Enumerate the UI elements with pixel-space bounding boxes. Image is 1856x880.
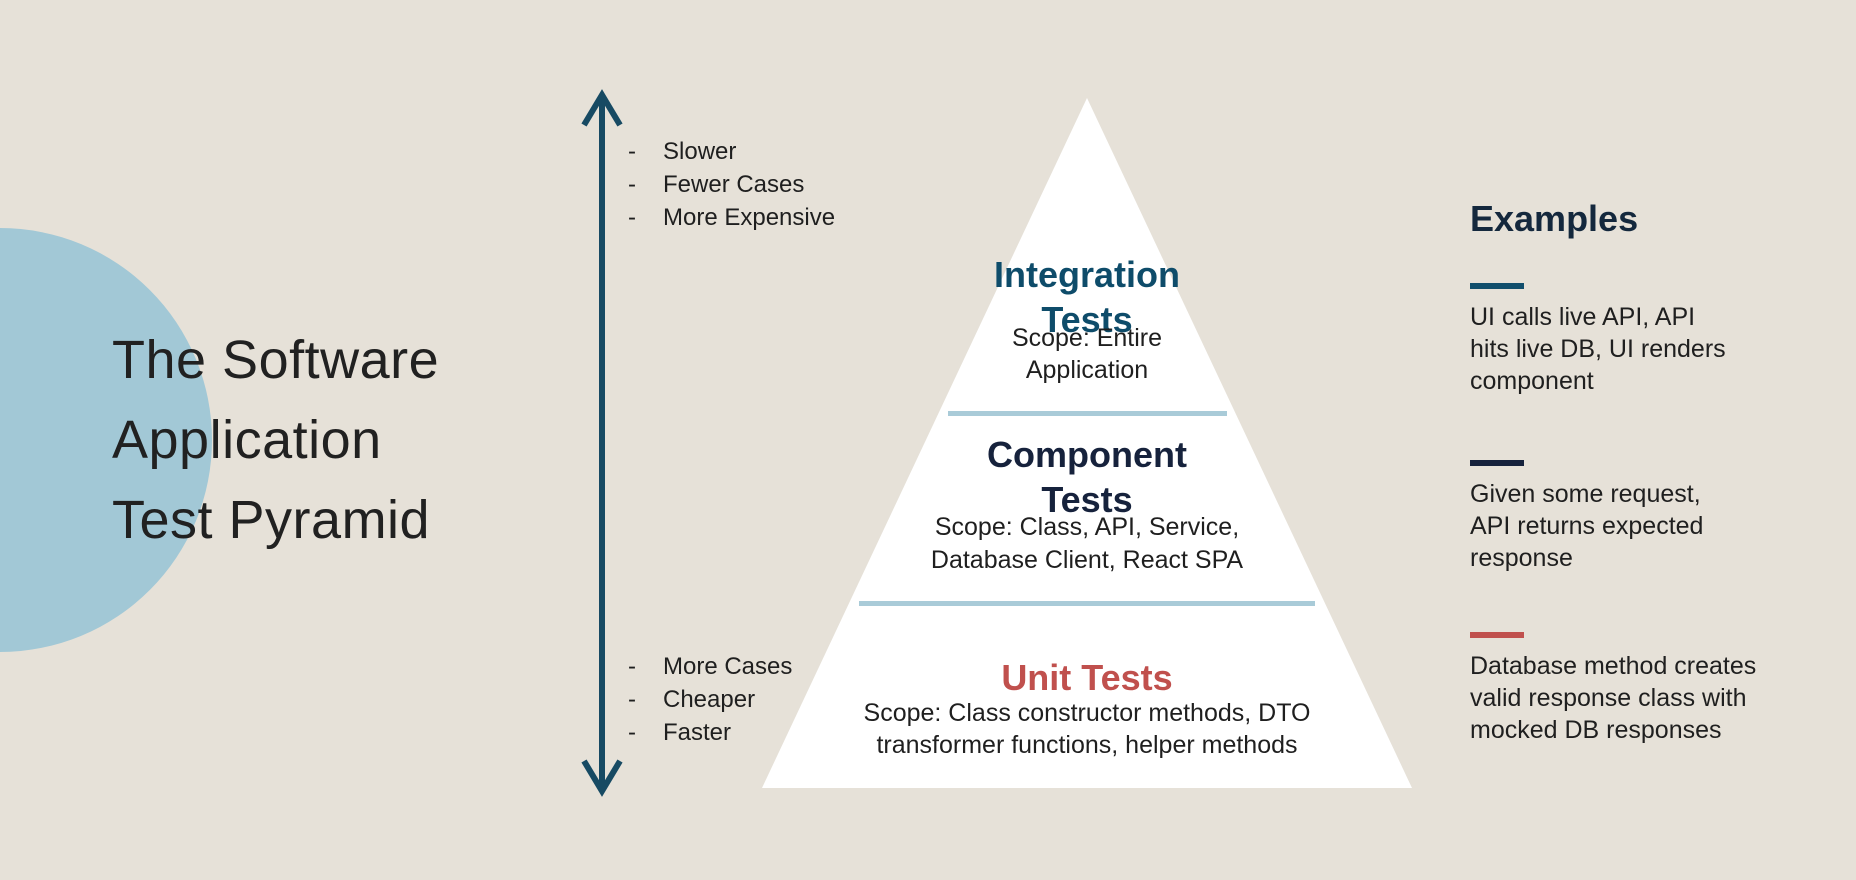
tier-title-line: Integration [994, 254, 1180, 295]
tier-title-line: Tests [1041, 479, 1133, 520]
example-text-line: API returns expected [1470, 512, 1704, 540]
tier-scope-line: Scope: Class constructor methods, DTO [863, 699, 1311, 727]
tier-divider-top [948, 411, 1227, 416]
tier-unit-title: Unit Tests [887, 655, 1287, 700]
example-text-line: hits live DB, UI renders [1470, 335, 1726, 363]
example-color-bar [1470, 632, 1524, 638]
bullet-dash: - [628, 204, 636, 231]
example-text-line: valid response class with [1470, 684, 1747, 712]
tier-component-title: Component Tests [887, 432, 1287, 522]
bullet-item: -Slower [628, 135, 835, 168]
bullet-item: -Fewer Cases [628, 168, 835, 201]
example-text-line: component [1470, 367, 1594, 395]
tier-unit-scope: Scope: Class constructor methods, DTO tr… [807, 697, 1367, 761]
bullet-dash: - [628, 686, 636, 713]
tier-scope-line: Scope: Class, API, Service, [934, 513, 1240, 541]
example-text-line: UI calls live API, API [1470, 303, 1696, 331]
example-text: Database method creates valid response c… [1470, 650, 1756, 746]
example-color-bar [1470, 460, 1524, 466]
bullet-item: -Faster [628, 716, 792, 749]
tier-divider-bottom [859, 601, 1315, 606]
tier-title-line: Tests [1041, 299, 1133, 340]
page-title: The Software Application Test Pyramid [112, 320, 439, 560]
example-item-component: Given some request, API returns expected… [1470, 460, 1703, 574]
tier-scope-line: transformer functions, helper methods [876, 731, 1298, 759]
example-item-integration: UI calls live API, API hits live DB, UI … [1470, 283, 1726, 397]
bullet-item: -More Cases [628, 650, 792, 683]
example-text: UI calls live API, API hits live DB, UI … [1470, 301, 1726, 397]
axis-top-bullets: -Slower -Fewer Cases -More Expensive [628, 135, 835, 234]
title-line: The Software [112, 330, 440, 390]
bullet-label: Faster [663, 719, 732, 746]
bullet-dash: - [628, 171, 636, 198]
pyramid-triangle [762, 98, 1412, 788]
bullet-label: Cheaper [663, 686, 756, 713]
example-text: Given some request, API returns expected… [1470, 478, 1703, 574]
title-line: Application [112, 410, 382, 470]
vertical-double-arrow-icon [581, 89, 623, 797]
bullet-label: More Expensive [663, 204, 836, 231]
tier-title-line: Component [987, 434, 1187, 475]
example-text-line: Given some request, [1470, 480, 1701, 508]
examples-header: Examples [1470, 198, 1639, 239]
arrow-head-up-icon [581, 89, 623, 127]
arrow-head-down-icon [581, 759, 623, 797]
bullet-dash: - [628, 138, 636, 165]
tier-scope-line: Application [1025, 356, 1149, 384]
example-text-line: response [1470, 544, 1573, 572]
bullet-dash: - [628, 719, 636, 746]
bullet-label: More Cases [663, 653, 793, 680]
bullet-item: -Cheaper [628, 683, 792, 716]
tier-title-line: Unit Tests [1001, 657, 1173, 698]
title-line: Test Pyramid [112, 490, 431, 550]
bullet-label: Fewer Cases [663, 171, 805, 198]
tier-scope-line: Database Client, React SPA [930, 546, 1244, 574]
tier-scope-line: Scope: Entire [1011, 324, 1163, 352]
example-text-line: mocked DB responses [1470, 716, 1722, 744]
example-item-unit: Database method creates valid response c… [1470, 632, 1756, 746]
axis-bottom-bullets: -More Cases -Cheaper -Faster [628, 650, 792, 749]
tier-integration-scope: Scope: Entire Application [912, 322, 1262, 386]
example-text-line: Database method creates [1470, 652, 1757, 680]
tier-integration-title: Integration Tests [912, 252, 1262, 342]
bullet-dash: - [628, 653, 636, 680]
bullet-item: -More Expensive [628, 201, 835, 234]
bullet-label: Slower [663, 138, 737, 165]
example-color-bar [1470, 283, 1524, 289]
tier-component-scope: Scope: Class, API, Service, Database Cli… [837, 511, 1337, 577]
